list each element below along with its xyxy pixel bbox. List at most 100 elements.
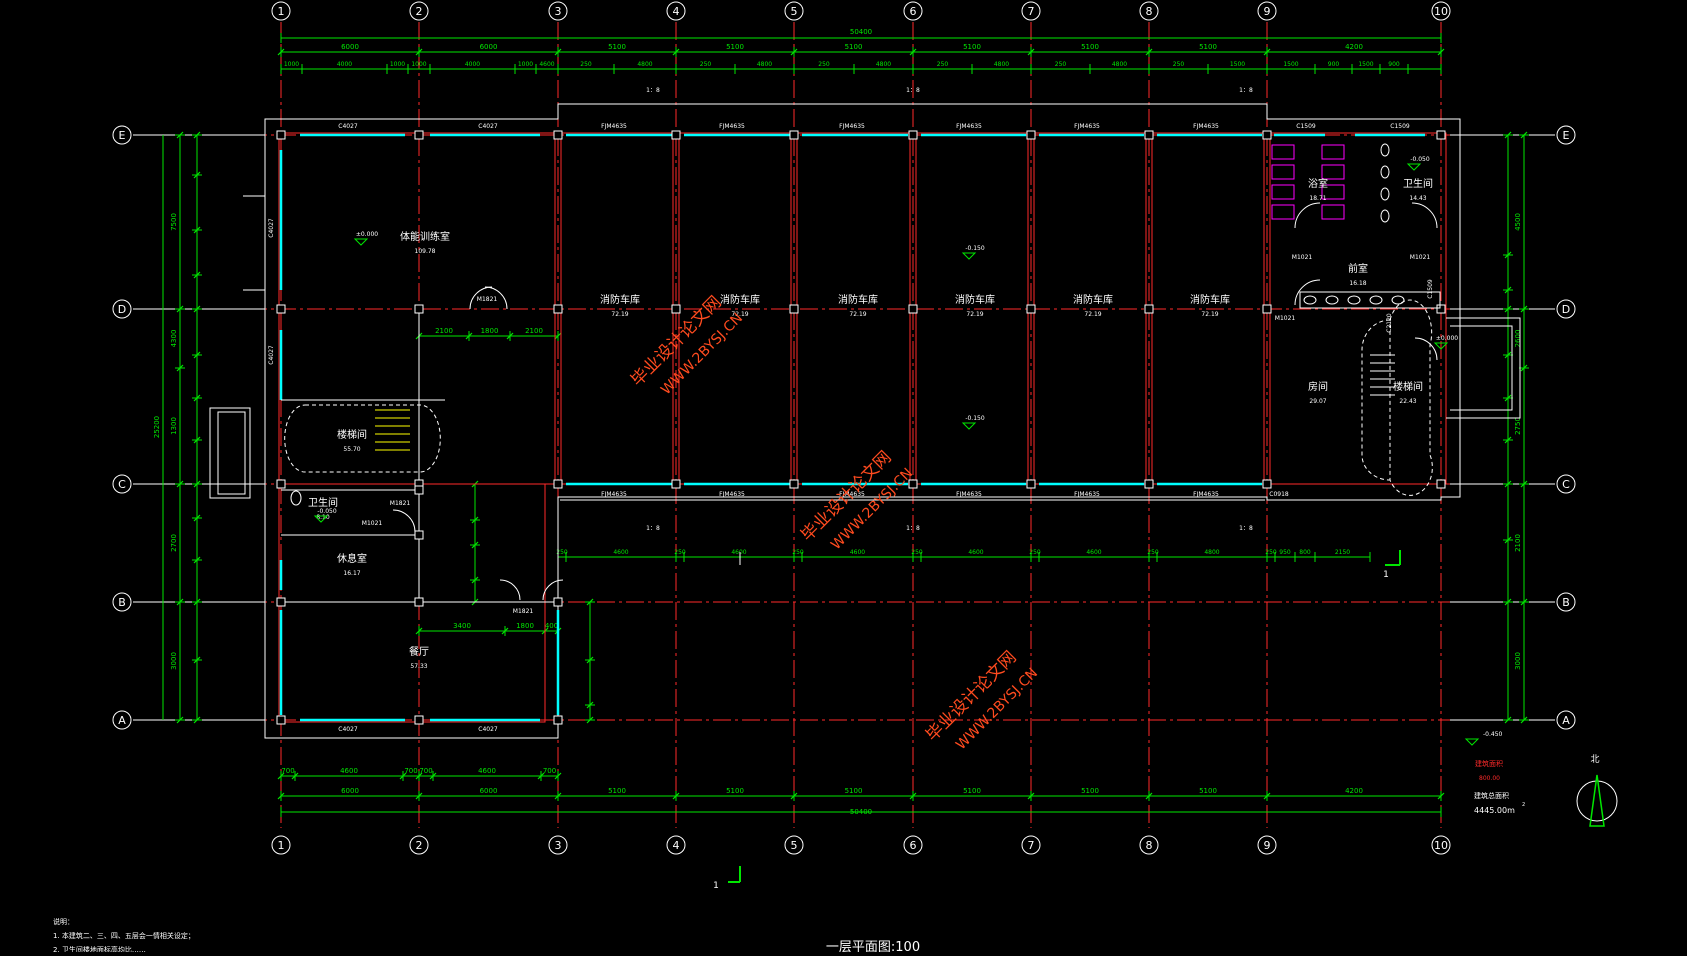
dim-tick: [1504, 131, 1512, 139]
dim-tick: [176, 716, 184, 724]
dim-tick: [429, 772, 437, 780]
area-label: 建筑面积: [1475, 759, 1503, 768]
column: [414, 304, 424, 314]
axis-bubble: [271, 835, 291, 855]
axis-bubble: [1021, 835, 1041, 855]
slope-label: 1：8: [646, 87, 660, 94]
dim-text: 5100: [726, 43, 744, 51]
dim-tick: [1027, 792, 1035, 800]
axis-label-row: C: [118, 478, 126, 491]
dim-text: 1500: [1283, 61, 1298, 68]
column: [276, 304, 286, 314]
area-value: 800.00: [1479, 775, 1500, 782]
dim-text: 4300: [170, 330, 178, 348]
column: [1026, 130, 1036, 140]
axis-label-col: 10: [1434, 839, 1448, 852]
axis-label-row: A: [1562, 714, 1570, 727]
dim-tick: [471, 576, 479, 584]
dim-text: 700: [419, 767, 432, 775]
basin: [1325, 295, 1339, 305]
dim-tick: [586, 701, 594, 709]
dim-text: 5100: [845, 787, 863, 795]
elevation-mark: ±0.000: [1436, 335, 1458, 342]
window-code: FJM4635: [839, 123, 865, 130]
dim-text: 6000: [480, 43, 498, 51]
axis-label-row: B: [1562, 596, 1570, 609]
dim-tick: [1437, 792, 1445, 800]
axis-label-col: 3: [555, 5, 562, 18]
door-code: C2120: [1386, 313, 1393, 333]
elevation-mark: -0.050: [1410, 156, 1430, 163]
entrance-steps: [1450, 325, 1513, 411]
dim-text: 6000: [480, 787, 498, 795]
axis-label-col: 5: [791, 839, 798, 852]
toilet: [1380, 143, 1390, 157]
dim-tick: [1520, 364, 1528, 372]
door-swing: [1294, 202, 1321, 229]
door-code: M1021: [1410, 254, 1431, 261]
slope-label: 1：8: [906, 525, 920, 532]
window-code: C4027: [478, 123, 498, 130]
slope-label: 1：8: [1239, 87, 1253, 94]
room-name: 卫生间: [1403, 177, 1433, 190]
room-area: 16.17: [343, 570, 360, 577]
dim-tick: [471, 516, 479, 524]
dim-tick: [277, 792, 285, 800]
dim-text: 5100: [1081, 787, 1099, 795]
window-code: C4027: [478, 726, 498, 733]
dim-text: 800: [1299, 549, 1311, 556]
dim-text: 4600: [613, 549, 628, 556]
elevation-symbol: [313, 515, 329, 523]
dim-tick: [1520, 716, 1528, 724]
room-name: 前室: [1348, 262, 1368, 275]
dim-text: 250: [1147, 549, 1159, 556]
dim-tick: [193, 598, 201, 606]
wall-layer: [209, 103, 1521, 883]
dim-text: 2700: [170, 534, 178, 552]
dim-tick: [176, 305, 184, 313]
door-code: M1821: [477, 296, 498, 303]
axis-label-col: 4: [673, 839, 680, 852]
column: [276, 597, 286, 607]
dim-tick: [193, 716, 201, 724]
dim-tick: [1504, 351, 1512, 359]
dim-text: 4000: [465, 61, 480, 68]
dim-tick: [672, 792, 680, 800]
section-mark-label: 1: [713, 881, 719, 891]
axis-bubble: [409, 835, 429, 855]
column: [1436, 304, 1446, 314]
dim-text: 5100: [608, 787, 626, 795]
room-area: 72.19: [731, 311, 748, 318]
slope-label: 1：8: [646, 525, 660, 532]
dim-tick: [465, 332, 473, 340]
axis-bubble: [903, 1, 923, 21]
room-name: 消防车库: [1190, 293, 1230, 306]
axis-label-col: 3: [555, 839, 562, 852]
axis-label-col: 9: [1264, 5, 1271, 18]
door-code: FJM4635: [601, 491, 627, 498]
room-area: 8.10: [316, 514, 330, 521]
dim-tick: [1520, 598, 1528, 606]
total-area-sup: 2: [1522, 802, 1525, 808]
axis-bubble: [112, 710, 132, 730]
axis-bubble: [903, 835, 923, 855]
dim-text: 1000: [411, 61, 426, 68]
elevation-mark: -0.150: [965, 415, 985, 422]
column: [414, 130, 424, 140]
door-swing: [484, 286, 508, 310]
column: [553, 479, 563, 489]
door-code: FJM4635: [839, 491, 865, 498]
total-area-value: 4445.00m: [1474, 806, 1515, 815]
toilet: [1380, 165, 1390, 179]
column: [1436, 130, 1446, 140]
dim-text: 5100: [726, 787, 744, 795]
dim-tick: [415, 627, 423, 635]
dim-text: 1000: [390, 61, 405, 68]
north-label: 北: [1590, 754, 1599, 765]
window-code: C1509: [1296, 123, 1316, 130]
dim-tick: [291, 772, 299, 780]
axis-bubble: [112, 125, 132, 145]
dim-total-text: 50400: [850, 28, 872, 36]
dim-tick: [1145, 792, 1153, 800]
